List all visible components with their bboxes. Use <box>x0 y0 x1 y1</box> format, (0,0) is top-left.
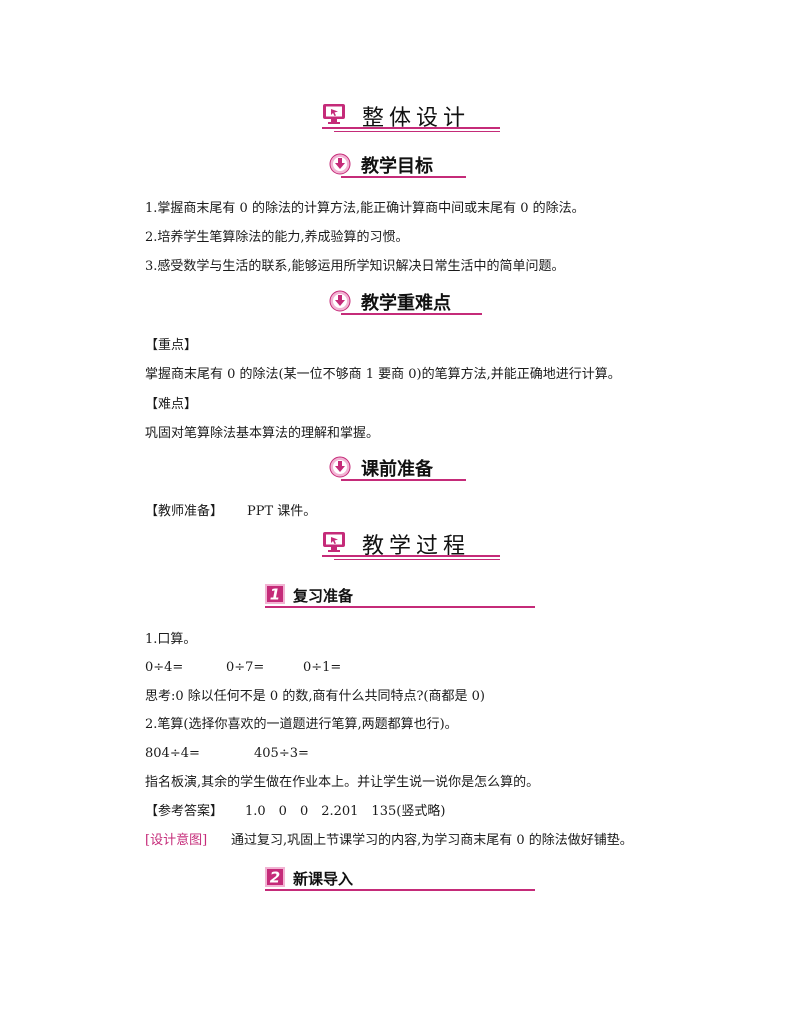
arrow-down-circle-icon <box>329 456 351 478</box>
focus-label: 【重点】 <box>145 338 198 353</box>
answer-label: 【参考答案】 <box>145 804 224 819</box>
objective-item: 2.培养学生笔算除法的能力,养成验算的习惯。 <box>145 230 409 245</box>
subheading-title: 课前准备 <box>361 459 433 480</box>
numbered-heading-underline <box>265 889 535 891</box>
difficulty-label: 【难点】 <box>145 397 198 412</box>
review-q1: 1.口算。 <box>145 632 197 647</box>
objective-item: 1.掌握商末尾有 0 的除法的计算方法,能正确计算商中间或末尾有 0 的除法。 <box>145 201 585 216</box>
number-badge-text: 1 <box>270 586 280 604</box>
arrow-down-circle-icon <box>329 290 351 312</box>
subheading-objectives: 教学目标 <box>329 153 466 179</box>
heading-underline-thin <box>334 131 500 132</box>
teacher-text: PPT 课件。 <box>247 504 317 519</box>
subheading-key-points: 教学重难点 <box>329 290 482 316</box>
heading-underline <box>322 555 500 557</box>
answer-text: 1.0 0 0 2.201 135(竖式略) <box>245 804 446 819</box>
number-badge-text: 2 <box>270 869 280 887</box>
mental-math-item: 0÷4= <box>145 660 184 675</box>
design-text: 通过复习,巩固上节课学习的内容,为学习商末尾有 0 的除法做好铺垫。 <box>231 833 633 848</box>
subheading-title: 教学重难点 <box>361 293 451 314</box>
monitor-icon <box>323 532 345 552</box>
arrow-down-circle-icon <box>329 153 351 175</box>
numbered-heading-title: 复习准备 <box>293 587 354 605</box>
review-think: 思考:0 除以任何不是 0 的数,商有什么共同特点?(商都是 0) <box>145 689 485 704</box>
design-label: [设计意图] <box>145 833 208 848</box>
review-instruction: 指名板演,其余的学生做在作业本上。并让学生说一说你是怎么算的。 <box>145 775 540 790</box>
difficulty-text: 巩固对笔算除法基本算法的理解和掌握。 <box>145 426 380 441</box>
number-badge-icon: 2 <box>265 867 285 887</box>
section-title: 教学过程 <box>362 534 471 559</box>
written-calc-item: 804÷4= <box>145 746 200 761</box>
subheading-underline <box>341 479 466 481</box>
review-q2: 2.笔算(选择你喜欢的一道题进行笔算,两题都算也行)。 <box>145 717 458 732</box>
teacher-label: 【教师准备】 <box>145 504 224 519</box>
heading-underline-thin <box>334 559 500 560</box>
heading-underline <box>322 127 500 129</box>
subheading-underline <box>341 176 466 178</box>
subheading-underline <box>341 313 482 315</box>
subheading-title: 教学目标 <box>361 156 433 177</box>
section-heading-process: 教学过程 <box>322 531 500 565</box>
number-badge-icon: 1 <box>265 584 285 604</box>
numbered-heading-title: 新课导入 <box>293 870 354 888</box>
section-heading-overall: 整体设计 <box>322 103 500 137</box>
mental-math-item: 0÷7= <box>226 660 265 675</box>
written-calc-item: 405÷3= <box>254 746 309 761</box>
numbered-heading-underline <box>265 606 535 608</box>
focus-text: 掌握商末尾有 0 的除法(某一位不够商 1 要商 0)的笔算方法,并能正确地进行… <box>145 367 621 382</box>
numbered-heading-new-lesson: 2 新课导入 <box>265 867 535 893</box>
numbered-heading-review: 1 复习准备 <box>265 584 535 610</box>
objective-item: 3.感受数学与生活的联系,能够运用所学知识解决日常生活中的简单问题。 <box>145 259 565 274</box>
section-title: 整体设计 <box>362 106 471 131</box>
subheading-preparation: 课前准备 <box>329 456 466 482</box>
mental-math-item: 0÷1= <box>303 660 342 675</box>
monitor-icon <box>323 104 345 124</box>
